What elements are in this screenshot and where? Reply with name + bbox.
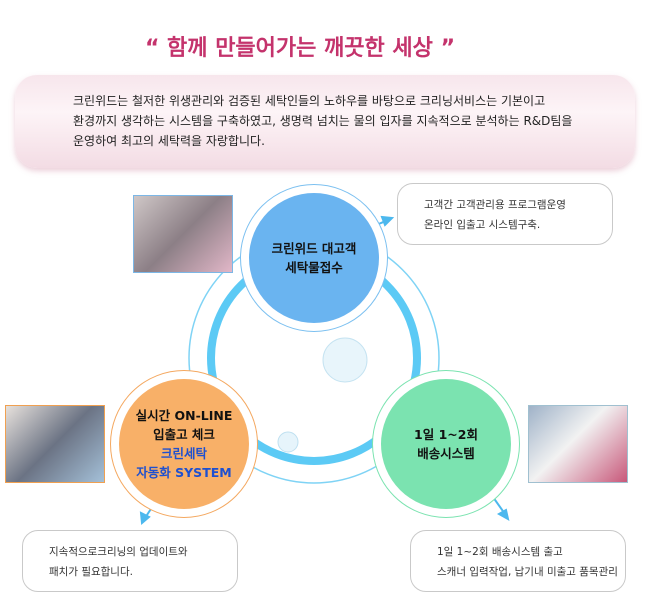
info-text: 1일 1~2회 배송시스템 출고 bbox=[437, 546, 563, 558]
page-title: “ 함께 만들어가는 깨끗한 세상 ” bbox=[144, 36, 456, 61]
circle-text: 입출고 체크 bbox=[153, 427, 215, 442]
info-text: 스캐너 입력작업, 납기내 미출고 품목관리 bbox=[437, 566, 618, 578]
photo-counter-reception bbox=[133, 195, 233, 273]
circle-text: 실시간 ON-LINE bbox=[135, 408, 233, 423]
info-text: 고객간 고객관리용 프로그램운영 bbox=[424, 199, 566, 211]
photo-computer-check bbox=[5, 405, 105, 483]
bubble-icon bbox=[322, 337, 368, 383]
description-line: 운영하여 최고의 세탁력을 자랑합니다. bbox=[73, 134, 265, 148]
info-text: 패치가 필요합니다. bbox=[49, 566, 133, 578]
info-text: 온라인 입출고 시스템구축. bbox=[424, 219, 541, 231]
bubble-icon bbox=[277, 431, 299, 453]
description-panel: 크린위드는 철저한 위생관리와 검증된 세탁인들의 노하우를 바탕으로 크리닝서… bbox=[15, 75, 635, 168]
description-line: 크린위드는 철저한 위생관리와 검증된 세탁인들의 노하우를 바탕으로 크리닝서… bbox=[73, 94, 546, 108]
circle-text: 크린위드 대고객 bbox=[271, 241, 357, 256]
circle-text: 크린세탁 bbox=[160, 446, 207, 461]
circle-text: 배송시스템 bbox=[417, 446, 475, 461]
info-text: 지속적으로크리닝의 업데이트와 bbox=[49, 546, 188, 558]
circle-text: 자동화 SYSTEM bbox=[136, 465, 232, 480]
circle-text: 1일 1~2회 bbox=[414, 427, 478, 442]
description-line: 환경까지 생각하는 시스템을 구축하였고, 생명력 넘치는 물의 입자를 지속적… bbox=[73, 114, 573, 128]
photo-delivery-van bbox=[528, 405, 628, 483]
circle-text: 세탁물접수 bbox=[285, 260, 343, 275]
